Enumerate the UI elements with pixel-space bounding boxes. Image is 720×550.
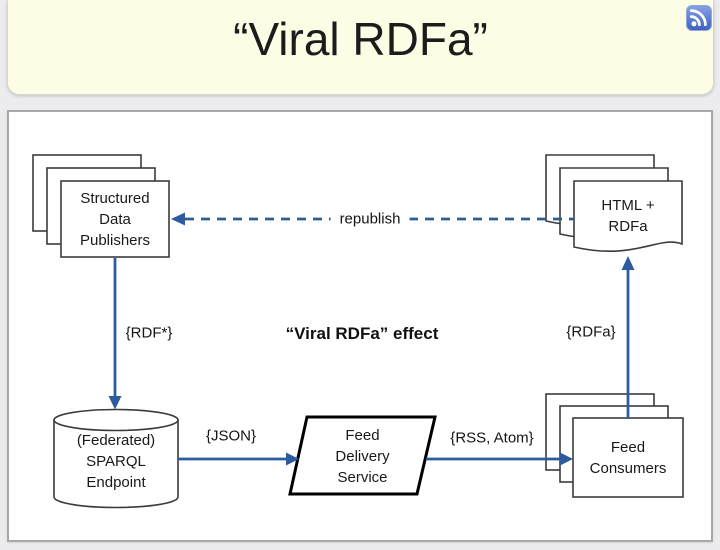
republish-edge-label: republish (330, 210, 410, 228)
title-banner: “Viral RDFa” (7, 0, 714, 95)
html-rdfa-stack-shape (545, 154, 683, 252)
feed-consumers-node-label: Feed Consumers (589, 438, 667, 477)
sparql-cylinder-shape (53, 408, 179, 509)
diagram-panel: Structured Data Publishers HTML + RDFa (… (7, 110, 713, 542)
page-title: “Viral RDFa” (233, 13, 488, 65)
rdfa-edge-label: {RDFa} (566, 323, 616, 341)
diagram-caption: “Viral RDFa” effect (285, 324, 439, 343)
html-rdfa-node-label: HTML + RDFa (601, 197, 655, 235)
json-arrowhead (286, 452, 299, 466)
rdf-arrowhead (108, 396, 122, 410)
sparql-node-label: (Federated) SPARQL Endpoint (76, 431, 156, 491)
rdf-edge-label: {RDF*} (125, 324, 173, 342)
feed-delivery-parallelogram-shape (288, 415, 437, 496)
json-edge-label: {JSON} (205, 427, 257, 445)
rdfa-arrowhead (621, 256, 635, 270)
republish-arrowhead (171, 212, 185, 226)
publishers-stack-shape (32, 154, 170, 258)
publishers-node-label: Structured Data Publishers (79, 189, 151, 249)
rss-atom-edge-label: {RSS, Atom} (450, 429, 534, 447)
feed-delivery-node-label: Feed Delivery Service (335, 426, 390, 486)
rss-icon[interactable] (686, 5, 712, 31)
rss-atom-arrowhead (560, 452, 573, 466)
diagram-canvas (32, 154, 684, 509)
